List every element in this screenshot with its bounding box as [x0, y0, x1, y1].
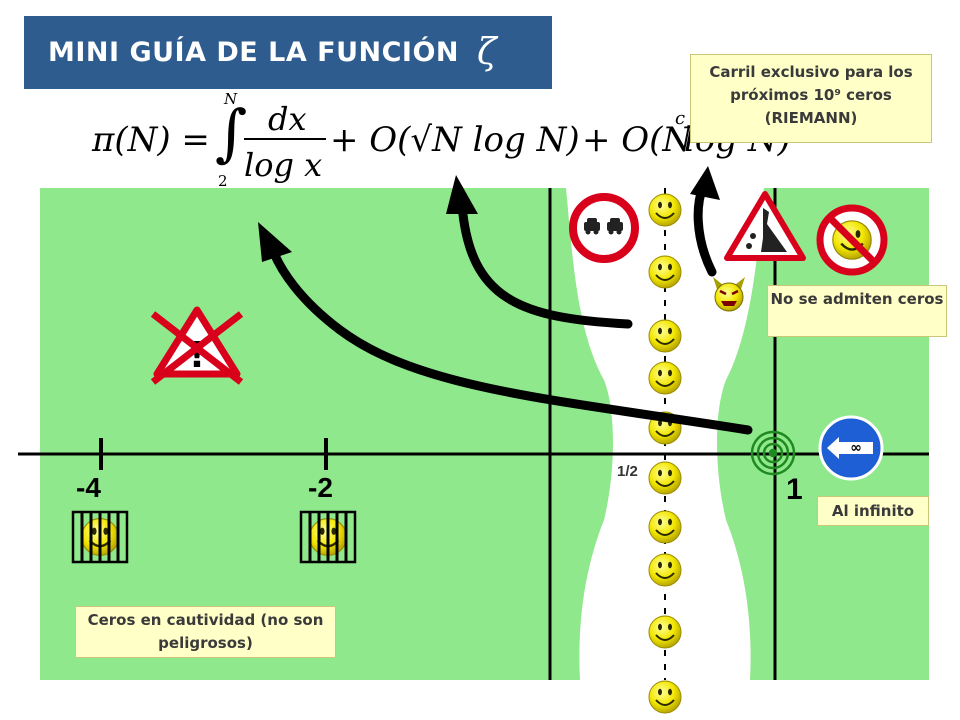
zero-smiley — [648, 461, 682, 495]
title-text: MINI GUÍA DE LA FUNCIÓN — [48, 37, 460, 68]
no-overtaking-sign — [569, 193, 639, 263]
axis-label-half: 1/2 — [617, 463, 638, 480]
axis-label-minus4: -4 — [76, 472, 101, 503]
integrand-denominator: log x — [244, 146, 323, 184]
caged-zero-minus2 — [299, 510, 357, 564]
spiral-target-icon — [750, 430, 796, 476]
integral-lower-limit: 2 — [218, 172, 228, 190]
zero-smiley — [648, 553, 682, 587]
integrand-numerator: dx — [268, 100, 307, 138]
arrow-middle — [457, 200, 633, 329]
zero-smiley — [648, 319, 682, 353]
fraction-bar — [244, 138, 326, 140]
axis-label-one: 1 — [786, 473, 803, 506]
crossed-warning-sign: ! — [150, 306, 244, 385]
caged-zero-minus4 — [71, 510, 129, 564]
infinity-symbol: ∞ — [850, 440, 862, 456]
formula-term3-exponent: c — [675, 108, 686, 129]
prime-counting-formula: π(N) = ∫ N 2 dx log x + O(√N log N) + O(… — [92, 88, 792, 198]
zero-smiley — [648, 361, 682, 395]
zeta-symbol: ζ — [477, 32, 498, 73]
formula-lhs: π(N) = — [92, 120, 210, 160]
zero-smiley — [648, 510, 682, 544]
captivity-note: Ceros en cautividad (no son peligrosos) — [75, 606, 336, 658]
zero-smiley — [648, 193, 682, 227]
no-zeros-sign — [816, 204, 888, 276]
devil-smiley — [713, 277, 745, 312]
zero-smiley — [648, 615, 682, 649]
zero-smiley — [648, 680, 682, 714]
formula-term2: + O(√N log N) — [330, 120, 580, 160]
axis-label-minus2: -2 — [308, 472, 333, 503]
formula-term3: + O(N — [582, 120, 693, 160]
arrow-long — [267, 243, 753, 435]
integral-upper-limit: N — [224, 90, 238, 108]
no-zeros-note: No se admiten ceros — [767, 285, 947, 337]
riemann-lane-note: Carril exclusivo para los próximos 10⁹ c… — [690, 54, 932, 143]
to-infinity-note: Al infinito — [817, 496, 929, 526]
page-title: MINI GUÍA DE LA FUNCIÓN ζ — [24, 16, 552, 89]
integral-sign: ∫ — [215, 96, 248, 169]
to-infinity-sign: ∞ — [818, 415, 884, 481]
falling-rocks-sign — [724, 191, 806, 261]
zero-smiley — [648, 255, 682, 289]
